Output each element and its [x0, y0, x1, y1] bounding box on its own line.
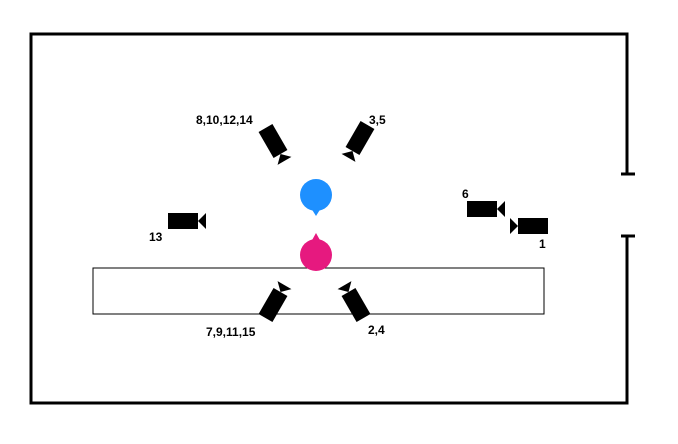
camera-label-13: 13 [149, 230, 163, 244]
camera-3-5-icon [341, 121, 375, 162]
camera-1-icon [510, 218, 548, 234]
blue-person-marker [300, 179, 332, 216]
camera-8-10-12-14-icon [258, 124, 292, 165]
camera-6-icon [467, 201, 505, 217]
camera-label-2-4: 2,4 [368, 323, 385, 337]
camera-label-7-9-11-15: 7,9,11,15 [206, 325, 256, 339]
camera-2-4-icon [337, 281, 371, 322]
camera-7-9-11-15-icon [258, 281, 292, 322]
room-walls [29, 32, 629, 405]
camera-label-6: 6 [462, 187, 469, 201]
table [92, 267, 545, 315]
camera-13-icon [168, 213, 206, 229]
camera-label-8-10-12-14: 8,10,12,14 [196, 113, 253, 127]
pink-person-marker [300, 233, 332, 271]
camera-label-1: 1 [539, 237, 546, 251]
camera-label-3-5: 3,5 [369, 113, 386, 127]
